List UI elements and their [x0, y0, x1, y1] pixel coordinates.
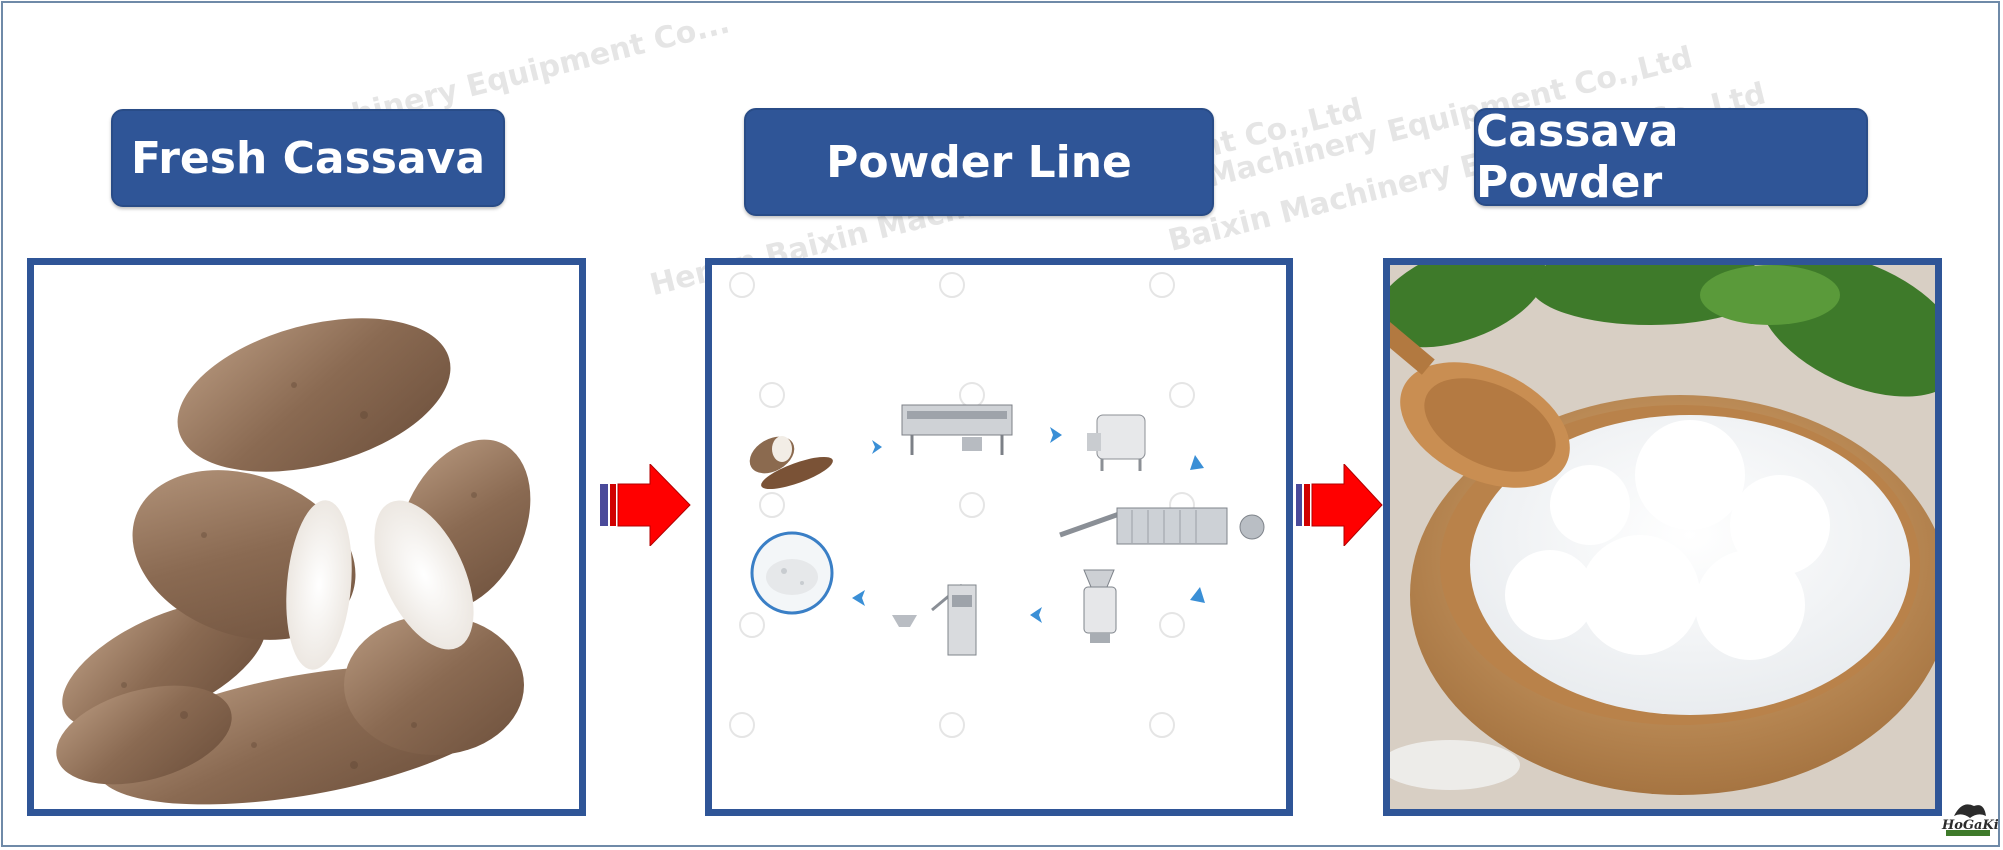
right-arrow-icon	[1296, 464, 1383, 546]
powder-line-label: Powder Line	[744, 108, 1214, 216]
grinder-machine-icon	[1083, 569, 1117, 643]
dryer-machine-icon	[1059, 507, 1265, 545]
fresh-cassava-image	[56, 318, 531, 805]
slicer-machine-icon	[1087, 414, 1146, 471]
logo-text: HoGaKi	[1942, 818, 1999, 833]
packing-machine-icon	[892, 583, 977, 656]
fresh-cassava-label: Fresh Cassava	[111, 109, 505, 207]
cassava-powder-panel	[1383, 258, 1942, 816]
cassava-powder-label: Cassava Powder	[1474, 106, 1868, 208]
powder-plate-icon	[750, 531, 834, 615]
powder-line-panel	[705, 258, 1293, 816]
right-arrow-icon	[600, 464, 691, 546]
cassava-root-icon	[749, 436, 833, 490]
fresh-cassava-panel	[27, 258, 586, 816]
washing-machine-icon	[901, 404, 1013, 455]
logo-icon	[1946, 804, 1990, 836]
cassava-powder-image	[1390, 265, 1935, 809]
powder-line-diagram	[729, 272, 1265, 738]
